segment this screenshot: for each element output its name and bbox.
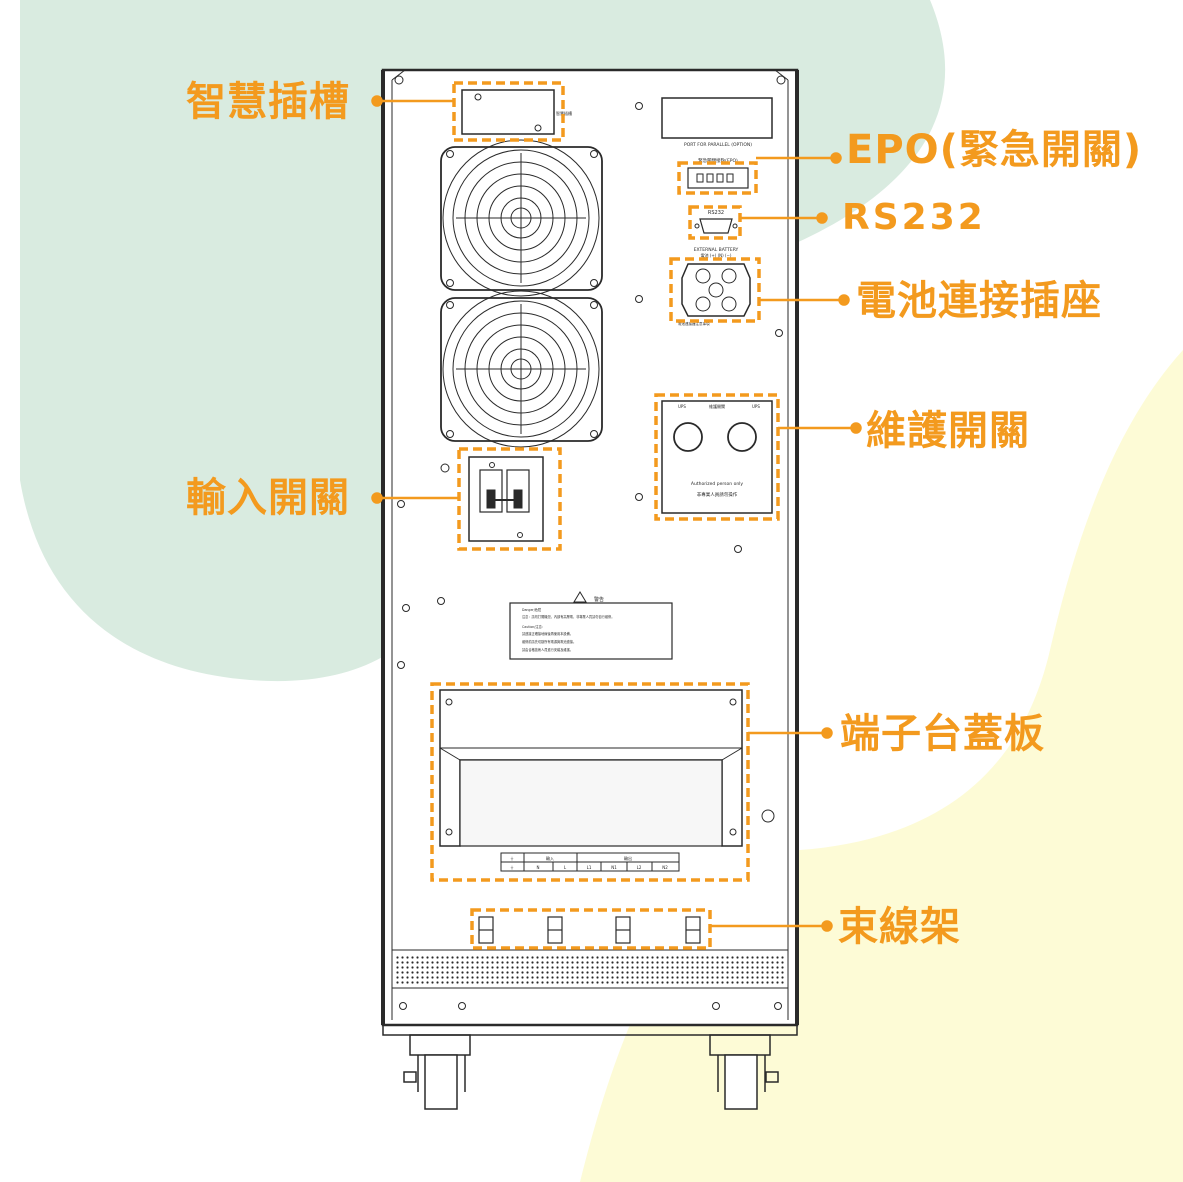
callout-smart-slot: 智慧插槽 [186, 79, 350, 125]
ups-cabinet: 智慧插槽 [381, 68, 799, 1110]
maint-mid-label: 維護開關 [709, 403, 725, 409]
warning-title: 警告 [594, 596, 604, 603]
input-breaker [440, 456, 544, 542]
warning-line-1: 注意：請勿打開機殼，內部有高壓電，非專業人員請勿自行維修。 [522, 614, 614, 619]
callout-maintenance: 維護開關 [866, 408, 1030, 454]
battery-note: 電池連接器注意事項 [678, 321, 710, 326]
highlight-rs232 [688, 205, 742, 240]
terminal-label-5: L2 [637, 865, 642, 870]
callout-cable-rack: 束線架 [838, 904, 961, 950]
epo-connector: PORT FOR PARALLEL (OPTION) 緊急關閉接點(EPO) [684, 142, 752, 189]
epo-port-sub: 緊急關閉接點(EPO) [698, 157, 738, 164]
battery-title: EXTERNAL BATTERY [694, 247, 739, 253]
battery-connector: EXTERNAL BATTERY 電池 (+) (N) (−) 電池連接器注意事… [678, 247, 751, 326]
terminal-cover: ⏚ 輸入 輸出 ⏚ N L L1 N1 L2 N2 [439, 689, 775, 872]
warning-line-2: Caution/注意： [522, 624, 545, 629]
highlight-battery [669, 257, 761, 323]
cooling-fan-bottom [440, 290, 603, 448]
warning-line-3: 請連接正確接地線後再使用本設備。 [522, 631, 573, 636]
terminal-label-6: N2 [662, 865, 668, 870]
warning-line-4: 維修前請先切斷所有電源與電池連接。 [522, 639, 576, 644]
highlight-epo [677, 161, 758, 195]
terminal-label-4: N1 [611, 865, 617, 870]
maintenance-switch-panel: UPS 維護開關 UPS Authorized person only 非專業人… [661, 400, 773, 514]
maint-left-label: UPS [678, 404, 686, 409]
warning-line-5: 請由合格技術人員進行安裝及維護。 [522, 647, 573, 652]
terminal-top-1: 輸入 [546, 855, 554, 861]
callout-epo: EPO(緊急開關) [846, 127, 1143, 173]
terminal-top-0: ⏚ [510, 855, 514, 861]
callout-rs232: RS232 [842, 197, 986, 238]
svg-text:智慧插槽: 智慧插槽 [556, 110, 572, 116]
callout-input: 輸入開關 [186, 475, 350, 521]
rs232-port: RS232 [694, 210, 738, 234]
terminal-label-3: L1 [587, 865, 592, 870]
caster-right [709, 1034, 779, 1110]
leader-lines [371, 95, 862, 932]
terminal-label-0: ⏚ [510, 864, 514, 870]
terminal-top-2: 輸出 [624, 855, 632, 861]
caster-left [403, 1034, 471, 1110]
terminal-label-2: L [564, 865, 567, 870]
rs232-title: RS232 [708, 210, 724, 216]
maint-note-cn: 非專業人員請勿操作 [697, 491, 738, 498]
cable-rack-clips [478, 916, 701, 944]
maint-right-label: UPS [752, 404, 760, 409]
highlight-terminal [430, 682, 750, 882]
cooling-fan-top [440, 139, 603, 297]
terminal-label-1: N [537, 865, 540, 870]
callout-battery: 電池連接插座 [856, 278, 1102, 324]
battery-sub: 電池 (+) (N) (−) [701, 252, 732, 258]
highlight-maintenance [654, 393, 780, 521]
maint-note: Authorized person only [691, 481, 744, 487]
warning-line-0: Danger/危險 [522, 607, 542, 612]
warning-label: 警告 Danger/危險 注意：請勿打開機殼，內部有高壓電，非專業人員請勿自行維… [509, 591, 673, 660]
callout-terminal: 端子台蓋板 [840, 711, 1045, 757]
epo-port-title: PORT FOR PARALLEL (OPTION) [684, 142, 752, 148]
vent-grille [391, 949, 789, 989]
highlight-cable-rack [470, 908, 712, 950]
